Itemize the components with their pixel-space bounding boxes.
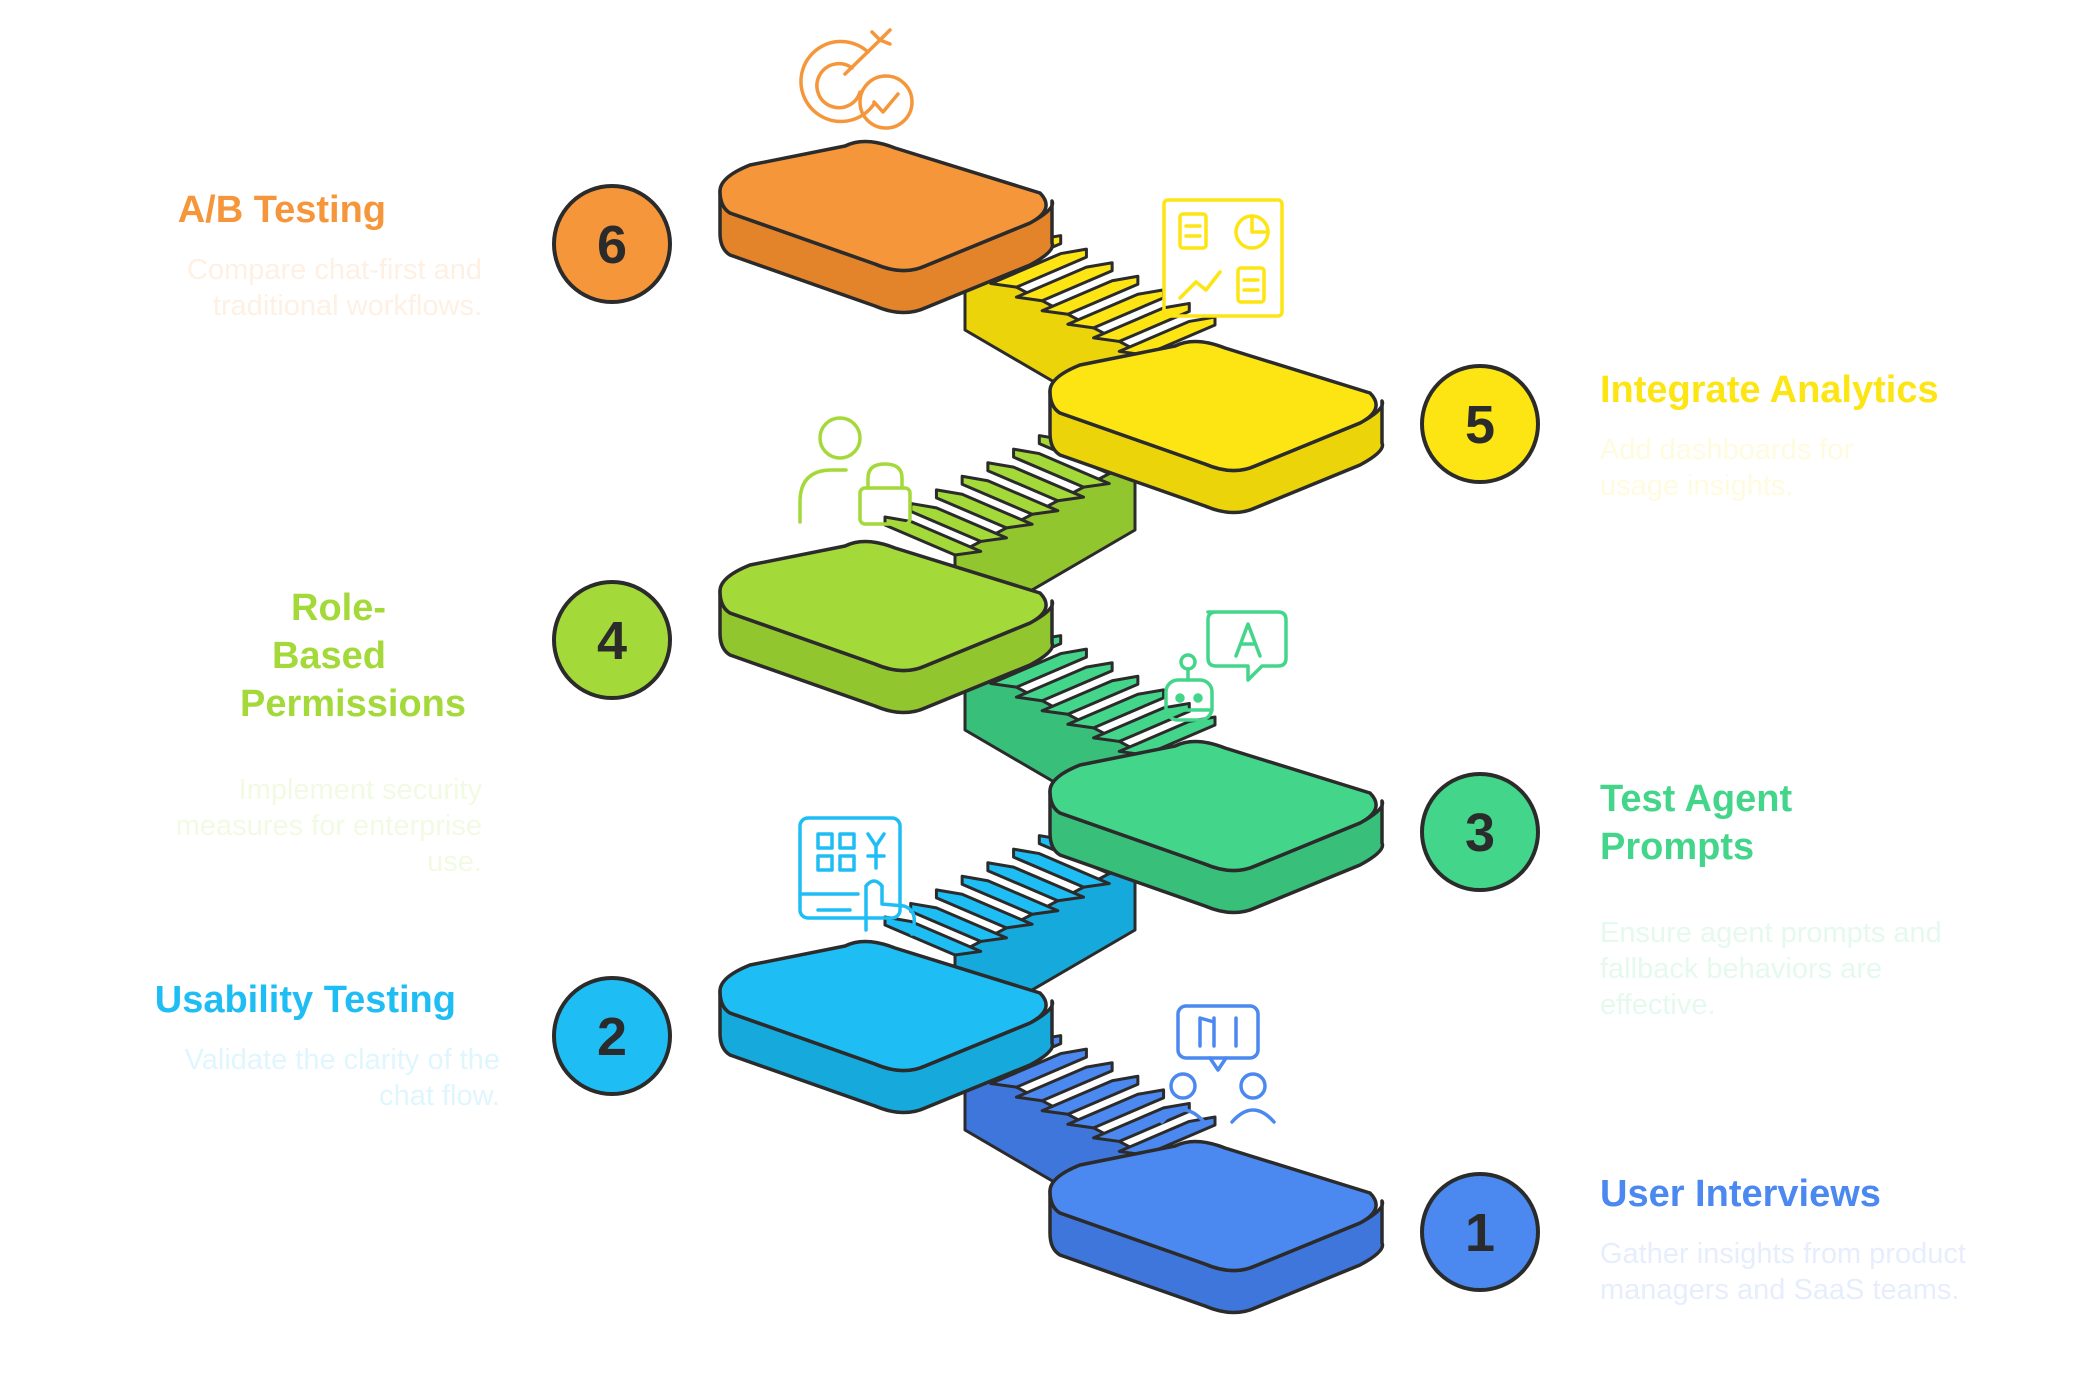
step-1-description: Gather insights from product managers an…: [1600, 1238, 1966, 1306]
robot-chat-icon: [1164, 610, 1288, 722]
step-5-description: Add dashboards for usage insights.: [1600, 434, 1854, 502]
step-5-number: 5: [1465, 395, 1495, 455]
analytics-dashboard-icon: [1162, 198, 1284, 318]
stair-tread: [1040, 274, 1140, 316]
interview-users-icon: [1160, 1004, 1276, 1124]
platform-top: [718, 939, 1048, 1073]
platform-5: [1048, 339, 1385, 515]
number-circle: [552, 976, 672, 1096]
stair-tread: [1092, 1101, 1191, 1143]
stair-tread: [986, 461, 1086, 503]
stair-tread: [1014, 1061, 1114, 1103]
number-circle: [552, 580, 672, 700]
stair-tread: [960, 474, 1060, 516]
platform-top: [1048, 1139, 1378, 1273]
step-6-text: A/B Testing Compare chat-first and tradi…: [140, 186, 482, 324]
step-1-number-badge: 1: [1420, 1172, 1540, 1292]
number-circle: [1420, 772, 1540, 892]
step-1-text: User Interviews Gather insights from pro…: [1600, 1170, 2020, 1308]
platform-top: [718, 139, 1048, 273]
stair-tread: [1066, 288, 1166, 330]
step-3-number: 3: [1465, 803, 1495, 863]
platform-2: [718, 939, 1055, 1115]
step-4-title: Role-Based Permissions: [240, 587, 466, 725]
stair-tread: [909, 501, 1008, 543]
step-4-text: Role-Based Permissions Implement securit…: [140, 584, 482, 880]
step-6-number-badge: 6: [552, 184, 672, 304]
stair-tread: [986, 861, 1086, 903]
step-6-title: A/B Testing: [177, 189, 386, 231]
stair-tread: [989, 247, 1088, 289]
step-6-description: Compare chat-first and traditional workf…: [187, 254, 482, 322]
platform-top: [1048, 739, 1378, 873]
user-lock-icon: [798, 416, 912, 526]
stair-tread: [1040, 1074, 1140, 1116]
stair-tread: [989, 1047, 1088, 1089]
step-4-number-badge: 4: [552, 580, 672, 700]
stair-tread: [960, 874, 1060, 916]
step-6-number: 6: [597, 215, 627, 275]
step-3-text: Test Agent Prompts Ensure agent prompts …: [1600, 775, 1980, 1023]
step-1-title: User Interviews: [1600, 1173, 1881, 1215]
step-1-number: 1: [1465, 1203, 1495, 1263]
stair-tread: [1012, 847, 1111, 889]
step-3-title: Test Agent Prompts: [1600, 778, 1793, 868]
step-5-text: Integrate Analytics Add dashboards for u…: [1600, 366, 1980, 504]
step-5-title: Integrate Analytics: [1600, 369, 1939, 411]
stair-tread: [909, 901, 1008, 943]
step-5-number-badge: 5: [1420, 364, 1540, 484]
step-3-description: Ensure agent prompts and fallback behavi…: [1600, 917, 1942, 1021]
stair-flight-4: [883, 434, 1137, 637]
stair-tread: [1066, 688, 1166, 730]
platform-1: [1048, 1139, 1385, 1315]
stair-tread: [934, 488, 1034, 530]
step-4-number: 4: [597, 611, 627, 671]
stair-tread: [1014, 261, 1114, 303]
platform-top: [718, 539, 1048, 673]
target-check-icon: [799, 28, 914, 130]
step-4-description: Implement security measures for enterpri…: [175, 774, 482, 878]
step-2-number-badge: 2: [552, 976, 672, 1096]
number-circle: [1420, 364, 1540, 484]
stair-tread: [883, 915, 983, 957]
stair-tread: [883, 515, 983, 557]
touch-screen-dashboard-icon: [798, 816, 917, 936]
platform-top: [1048, 339, 1378, 473]
step-2-description: Validate the clarity of the chat flow.: [184, 1044, 500, 1112]
step-2-number: 2: [597, 1007, 627, 1067]
stair-tread: [989, 647, 1088, 689]
step-2-text: Usability Testing Validate the clarity o…: [100, 976, 500, 1114]
stair-tread: [1066, 1088, 1166, 1130]
stair-tread: [1012, 447, 1111, 489]
stair-tread: [1117, 315, 1217, 357]
platform-3: [1048, 739, 1385, 915]
platform-4: [718, 539, 1055, 715]
stair-tread: [1014, 661, 1114, 703]
step-3-number-badge: 3: [1420, 772, 1540, 892]
stair-tread: [1040, 674, 1140, 716]
step-2-title: Usability Testing: [154, 979, 456, 1021]
number-circle: [552, 184, 672, 304]
stair-tread: [934, 888, 1034, 930]
number-circle: [1420, 1172, 1540, 1292]
platform-6: [718, 139, 1055, 315]
